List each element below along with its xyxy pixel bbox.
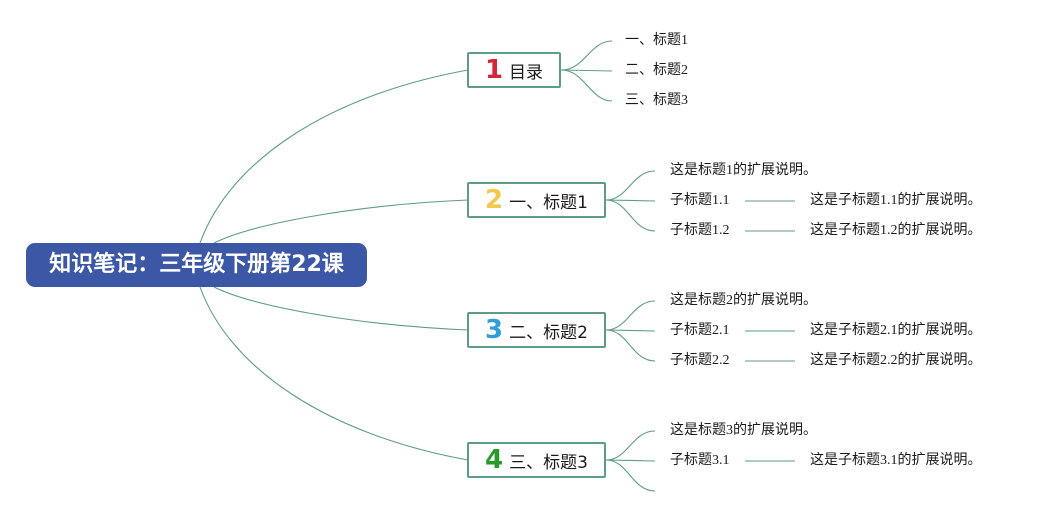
branch-label-1: 目录 — [509, 62, 544, 83]
branch-number-2: 2 — [485, 185, 504, 215]
subtopic-note[interactable]: 这是标题2的扩展说明。 — [670, 293, 817, 308]
branch-topic-4[interactable]: 4 三、标题3 — [467, 442, 606, 478]
branch-number-4: 4 — [485, 445, 504, 475]
subtopic-detail[interactable]: 这是子标题3.1的扩展说明。 — [810, 453, 982, 468]
subtopic-detail[interactable]: 这是子标题1.2的扩展说明。 — [810, 223, 982, 238]
branch-number-3: 3 — [485, 315, 504, 345]
branch-4-link-2 — [605, 459, 656, 462]
branch-4-link-3 — [605, 459, 656, 492]
subtopic[interactable]: 子标题2.1 — [670, 323, 730, 338]
root-link-4 — [199, 286, 469, 461]
root-link-3 — [213, 286, 469, 331]
subtopic-detail[interactable]: 这是子标题2.2的扩展说明。 — [810, 353, 982, 368]
branch-topic-3[interactable]: 3 二、标题2 — [467, 312, 606, 348]
branch-3-link-1 — [605, 300, 656, 331]
root-link-1 — [199, 69, 469, 244]
subtopic[interactable]: 子标题1.2 — [670, 223, 730, 238]
branch-2-link-2 — [605, 199, 656, 202]
branch-2-link-1 — [605, 170, 656, 201]
subtopic[interactable]: 子标题2.2 — [670, 353, 730, 368]
branch-3-link-3 — [605, 329, 656, 362]
branch-topic-1[interactable]: 1 目录 — [467, 52, 561, 88]
subtopic[interactable]: 子标题1.1 — [670, 193, 730, 208]
subtopic[interactable]: 二、标题2 — [625, 63, 688, 78]
subtopic[interactable]: 一、标题1 — [625, 33, 688, 48]
branch-2-link-3 — [605, 199, 656, 232]
branch-4-link-1 — [605, 430, 656, 461]
branch-label-4: 三、标题3 — [509, 452, 588, 473]
root-link-2 — [213, 199, 469, 244]
branch-3-link-2 — [605, 329, 656, 332]
branch-label-3: 二、标题2 — [509, 322, 588, 343]
branch-number-1: 1 — [484, 55, 504, 85]
branch-1-link-3 — [560, 69, 613, 102]
subtopic[interactable]: 三、标题3 — [625, 93, 688, 108]
root-topic[interactable]: 知识笔记：三年级下册第22课 — [26, 243, 367, 287]
subtopic-detail[interactable]: 这是子标题2.1的扩展说明。 — [810, 323, 982, 338]
branch-1-link-1 — [560, 40, 613, 71]
subtopic-note[interactable]: 这是标题1的扩展说明。 — [670, 163, 817, 178]
branch-label-2: 一、标题1 — [509, 192, 588, 213]
branch-1-link-2 — [560, 69, 613, 72]
branch-topic-2[interactable]: 2 一、标题1 — [467, 182, 606, 218]
subtopic-note[interactable]: 这是标题3的扩展说明。 — [670, 423, 817, 438]
subtopic-detail[interactable]: 这是子标题1.1的扩展说明。 — [810, 193, 982, 208]
subtopic[interactable]: 子标题3.1 — [670, 453, 730, 468]
